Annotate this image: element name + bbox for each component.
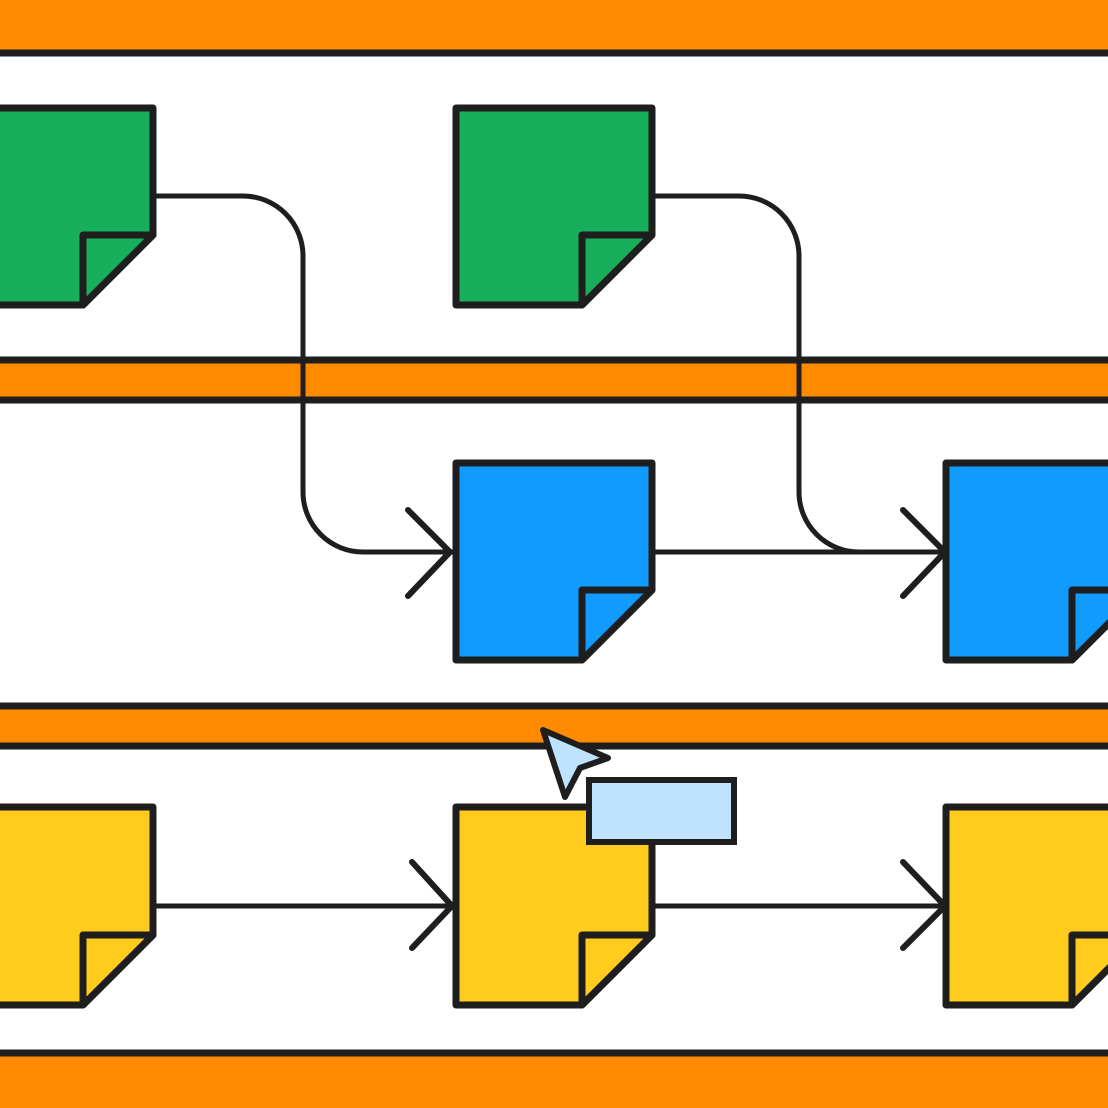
connector-green2-to-blue2 bbox=[649, 193, 949, 555]
lane-divider-1 bbox=[0, 356, 1108, 404]
connector-green1-to-blue1 bbox=[150, 193, 459, 555]
cursor-icon bbox=[540, 727, 611, 800]
sticky-note-icon bbox=[0, 104, 157, 309]
note-fold bbox=[578, 231, 656, 309]
sticky-note-icon bbox=[0, 803, 157, 1009]
arrow-icon bbox=[409, 859, 457, 951]
note-fold bbox=[1068, 586, 1108, 664]
sticky-note-blue-2[interactable] bbox=[942, 459, 1108, 664]
selection-label[interactable] bbox=[586, 777, 737, 845]
lane-divider-top bbox=[0, 0, 1108, 57]
note-fold bbox=[1068, 931, 1108, 1009]
sticky-note-green-2[interactable] bbox=[452, 104, 656, 309]
sticky-note-yellow-1[interactable] bbox=[0, 803, 157, 1009]
sticky-note-green-1[interactable] bbox=[0, 104, 157, 309]
sticky-note-blue-1[interactable] bbox=[452, 459, 656, 664]
selection-label-box bbox=[586, 777, 737, 845]
sticky-note-icon bbox=[452, 104, 656, 309]
note-fold bbox=[79, 231, 157, 309]
note-fold bbox=[578, 931, 656, 1009]
sticky-note-yellow-3[interactable] bbox=[942, 803, 1108, 1009]
note-fold bbox=[79, 931, 157, 1009]
arrow-icon bbox=[405, 507, 455, 599]
lane-divider-bottom bbox=[0, 1049, 1108, 1108]
note-fold bbox=[578, 586, 656, 664]
sticky-note-icon bbox=[452, 459, 656, 664]
